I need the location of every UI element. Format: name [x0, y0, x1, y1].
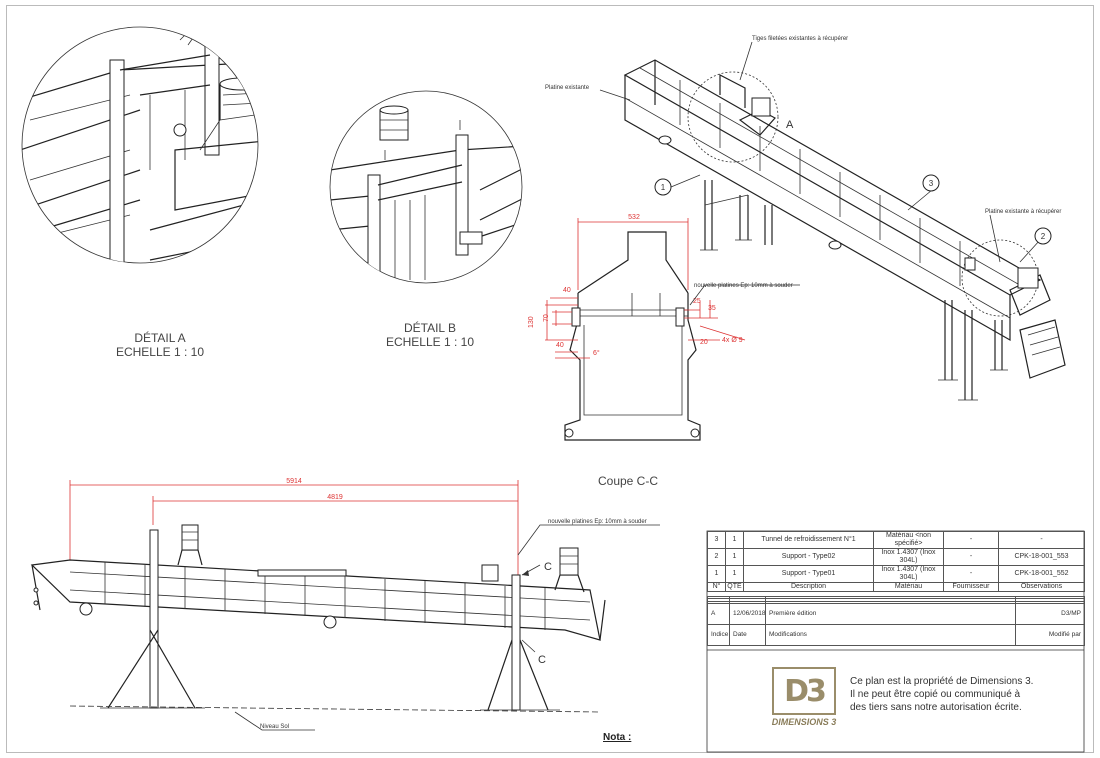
iso-label-tiges: Tiges filetées existantes à récupérer: [752, 36, 848, 42]
ownership-notice: Ce plan est la propriété de Dimensions 3…: [850, 676, 1034, 713]
elev-dim-short: 4819: [327, 494, 343, 501]
section-dim-35: 35: [708, 305, 716, 312]
iso-label-platine-right: Platine existante à récupérer: [985, 209, 1061, 215]
detail-b-view: DÉTAIL B ECHELLE 1 : 10: [329, 90, 523, 349]
iso-bubble-1: 1: [661, 183, 666, 192]
section-plate-note: nouvelle platines Ep: 10mm à souder: [694, 283, 793, 289]
revision-header-modifications: Modifications: [765, 623, 1016, 647]
iso-bubble-2: 2: [1041, 232, 1046, 241]
section-dim-hole: 4x Ø 9: [722, 337, 743, 344]
isometric-view: Tiges filetées existantes à récupérer Pl…: [545, 36, 1066, 401]
bom-cell-no: 1: [707, 565, 726, 583]
revision-index: A: [707, 602, 730, 625]
iso-marker-a: A: [786, 119, 794, 131]
bom-cell-no: 3: [707, 531, 726, 549]
bubble-3-circle: [922, 174, 940, 192]
revision-header-by: Modifié par: [1015, 623, 1085, 647]
section-dim-130: 130: [528, 316, 535, 328]
iso-label-platine-left: Platine existante: [545, 85, 590, 91]
section-c-c-view: 532 40 130 70 40 6° 25 35 20 4x Ø 9 nouv…: [528, 214, 800, 488]
bom-cell-desc: Tunnel de refroidissement N°1: [743, 531, 874, 549]
elev-ground-label: Niveau Sol: [260, 724, 289, 730]
bom-header-desc: Description: [743, 582, 874, 592]
section-dim-40-top: 40: [563, 287, 571, 294]
revision-by: D3/MP: [1015, 602, 1085, 625]
bom-cell-mat: Matériau <non spécifié>: [873, 531, 944, 549]
revision-empty-row: [707, 600, 1085, 605]
section-dim-20: 20: [700, 339, 708, 346]
nota-label: Nota :: [603, 732, 632, 743]
elev-dim-long: 5914: [286, 478, 302, 485]
bom-header-no: N°: [707, 582, 726, 592]
detail-b-scale: ECHELLE 1 : 10: [386, 335, 474, 349]
detail-a-title: DÉTAIL A: [134, 330, 185, 345]
section-dim-width: 532: [628, 214, 640, 221]
elevation-view: 5914 4819 C C nouvelle platines Ep: 10m: [30, 478, 660, 731]
bom-cell-desc: Support - Type02: [743, 548, 874, 566]
detail-a-scale: ECHELLE 1 : 10: [116, 345, 204, 359]
dimensions3-logo: D3 DIMENSIONS 3: [768, 667, 840, 729]
bubble-1-circle: [654, 178, 672, 196]
bom-cell-obs: CPK-18-001_552: [998, 565, 1085, 583]
bom-header-mat: Matériau: [873, 582, 944, 592]
bom-row: 3 1 Tunnel de refroidissement N°1 Matéri…: [707, 531, 1085, 549]
elev-plate-note: nouvelle platines Ep: 10mm à souder: [548, 519, 647, 525]
bom-cell-desc: Support - Type01: [743, 565, 874, 583]
section-dim-25: 25: [693, 298, 701, 305]
bom-cell-qty: 1: [725, 548, 744, 566]
bom-cell-obs: -: [998, 531, 1085, 549]
revision-modification: Première édition: [765, 602, 1016, 625]
elev-cut-c-bottom: C: [538, 654, 546, 666]
bom-header-obs: Observations: [998, 582, 1085, 592]
detail-b-title: DÉTAIL B: [404, 320, 456, 335]
bom-cell-mat: Inox 1.4307 (Inox 304L): [873, 548, 944, 566]
elev-cut-c-top: C: [544, 561, 552, 573]
bom-cell-supplier: -: [943, 548, 999, 566]
bom-cell-qty: 1: [725, 531, 744, 549]
section-dim-40-bottom: 40: [556, 342, 564, 349]
bom-row: 2 1 Support - Type02 Inox 1.4307 (Inox 3…: [707, 548, 1085, 566]
bom-cell-supplier: -: [943, 565, 999, 583]
logo-mark: D3: [772, 667, 836, 715]
revision-header-date: Date: [729, 623, 766, 647]
iso-bubble-3: 3: [929, 179, 934, 188]
bom-row: 1 1 Support - Type01 Inox 1.4307 (Inox 3…: [707, 565, 1085, 583]
bom-table: 3 1 Tunnel de refroidissement N°1 Matéri…: [707, 531, 1085, 592]
logo-text: DIMENSIONS 3: [771, 717, 837, 727]
bom-cell-no: 2: [707, 548, 726, 566]
detail-a-view: DÉTAIL A ECHELLE 1 : 10: [21, 26, 259, 359]
bom-cell-supplier: -: [943, 531, 999, 549]
section-dim-6deg: 6°: [593, 349, 600, 357]
revision-header-row: Indice Date Modifications Modifié par: [707, 623, 1085, 647]
bom-header-supplier: Fournisseur: [943, 582, 999, 592]
revision-table: A 12/06/2018 Première édition D3/MP Indi…: [707, 595, 1085, 647]
section-title: Coupe C-C: [598, 474, 658, 488]
bom-cell-mat: Inox 1.4307 (Inox 304L): [873, 565, 944, 583]
bom-header-qty: QTE: [725, 582, 744, 592]
revision-header-index: Indice: [707, 623, 730, 647]
bom-cell-obs: CPK-18-001_553: [998, 548, 1085, 566]
section-dim-70: 70: [543, 314, 550, 322]
revision-date: 12/06/2018: [729, 602, 766, 625]
bubble-2-circle: [1034, 227, 1052, 245]
bom-cell-qty: 1: [725, 565, 744, 583]
bom-header-row: N° QTE Description Matériau Fournisseur …: [707, 582, 1085, 592]
revision-row: A 12/06/2018 Première édition D3/MP: [707, 602, 1085, 625]
